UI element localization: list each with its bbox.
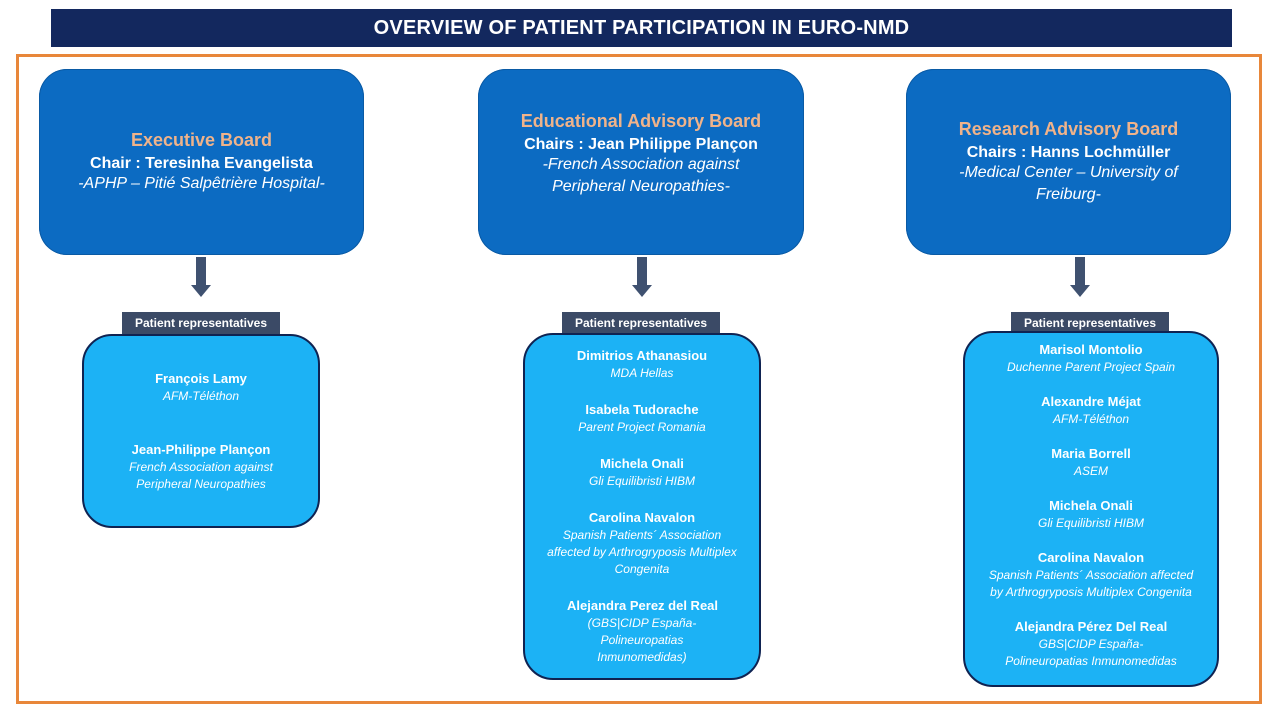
- down-arrow-icon: [191, 257, 211, 297]
- rep-organization: French Association against Peripheral Ne…: [129, 460, 273, 491]
- page-title: OVERVIEW OF PATIENT PARTICIPATION IN EUR…: [51, 9, 1232, 47]
- rep-organization: AFM-Téléthon: [1052, 412, 1129, 426]
- rep-name: Alexandre Méjat: [1041, 394, 1141, 409]
- down-arrow-icon: [1070, 257, 1090, 297]
- board-institution: -APHP – Pitié Salpêtrière Hospital-: [78, 174, 325, 192]
- list-item: Maria Borrell ASEM: [1051, 445, 1130, 480]
- research-representatives-box: Marisol Montolio Duchenne Parent Project…: [963, 331, 1219, 687]
- board-title: Research Advisory Board: [958, 118, 1179, 139]
- rep-name: Dimitrios Athanasiou: [576, 348, 708, 363]
- list-item: Michela Onali Gli Equilibristi HIBM: [1038, 497, 1144, 532]
- board-executive: Executive Board Chair : Teresinha Evange…: [39, 69, 364, 255]
- rep-organization: MDA Hellas: [610, 366, 674, 380]
- rep-name: Isabela Tudorache: [585, 402, 699, 417]
- rep-name: Alejandra Pérez Del Real: [1014, 619, 1168, 634]
- board-title: Executive Board: [130, 129, 273, 150]
- list-item: Alejandra Perez del Real (GBS|CIDP Españ…: [567, 597, 719, 666]
- list-item: Alejandra Pérez Del Real GBS|CIDP España…: [996, 618, 1186, 670]
- board-chair: Chairs : Jean Philippe Plançon: [524, 136, 758, 153]
- rep-organization: Duchenne Parent Project Spain: [1006, 360, 1176, 374]
- board-chair: Chairs : Hanns Lochmüller: [966, 143, 1171, 161]
- patient-representatives-label: Patient representatives: [122, 312, 280, 334]
- list-item: Isabela Tudorache Parent Project Romania: [578, 401, 705, 436]
- rep-organization: AFM-Téléthon: [162, 389, 239, 403]
- patient-representatives-label: Patient representatives: [562, 312, 720, 334]
- rep-name: Carolina Navalon: [1037, 550, 1145, 565]
- rep-organization: ASEM: [1073, 464, 1108, 478]
- list-item: Alexandre Méjat AFM-Téléthon: [1041, 393, 1141, 428]
- list-item: Michela Onali Gli Equilibristi HIBM: [589, 455, 695, 490]
- board-institution: -French Association against Peripheral N…: [542, 156, 740, 195]
- rep-organization: Gli Equilibristi HIBM: [1037, 516, 1145, 530]
- rep-name: Jean-Philippe Plançon: [131, 442, 271, 457]
- rep-organization: Parent Project Romania: [578, 420, 706, 434]
- patient-representatives-label: Patient representatives: [1011, 312, 1169, 334]
- board-research: Research Advisory Board Chairs : Hanns L…: [906, 69, 1231, 255]
- board-institution: -Medical Center – University of Freiburg…: [959, 163, 1178, 203]
- list-item: Marisol Montolio Duchenne Parent Project…: [1007, 341, 1175, 376]
- rep-organization: GBS|CIDP España- Polineuropatias Inmunom…: [1005, 637, 1177, 668]
- board-chair: Chair : Teresinha Evangelista: [90, 154, 313, 172]
- rep-organization: Spanish Patients´ Association affected b…: [988, 568, 1194, 599]
- rep-organization: (GBS|CIDP España- Polineuropatias Inmuno…: [587, 616, 697, 664]
- rep-name: Michela Onali: [1049, 498, 1133, 513]
- list-item: François Lamy AFM-Téléthon: [155, 370, 247, 405]
- rep-name: Alejandra Perez del Real: [567, 598, 719, 613]
- content-frame: [16, 54, 1262, 704]
- list-item: Carolina Navalon Spanish Patients´ Assoc…: [984, 549, 1199, 601]
- down-arrow-icon: [632, 257, 652, 297]
- rep-name: François Lamy: [155, 371, 247, 386]
- rep-name: Marisol Montolio: [1039, 342, 1143, 357]
- list-item: Dimitrios Athanasiou MDA Hellas: [577, 347, 707, 382]
- rep-name: Carolina Navalon: [588, 510, 696, 525]
- rep-organization: Spanish Patients´ Association affected b…: [547, 528, 737, 576]
- list-item: Carolina Navalon Spanish Patients´ Assoc…: [547, 509, 737, 578]
- educational-representatives-box: Dimitrios Athanasiou MDA Hellas Isabela …: [523, 333, 761, 680]
- rep-organization: Gli Equilibristi HIBM: [588, 474, 696, 488]
- list-item: Jean-Philippe Plançon French Association…: [111, 441, 291, 493]
- rep-name: Maria Borrell: [1051, 446, 1131, 461]
- executive-representatives-box: François Lamy AFM-Téléthon Jean-Philippe…: [82, 334, 320, 528]
- rep-name: Michela Onali: [600, 456, 684, 471]
- board-educational: Educational Advisory Board Chairs : Jean…: [478, 69, 804, 255]
- board-title: Educational Advisory Board: [520, 111, 762, 131]
